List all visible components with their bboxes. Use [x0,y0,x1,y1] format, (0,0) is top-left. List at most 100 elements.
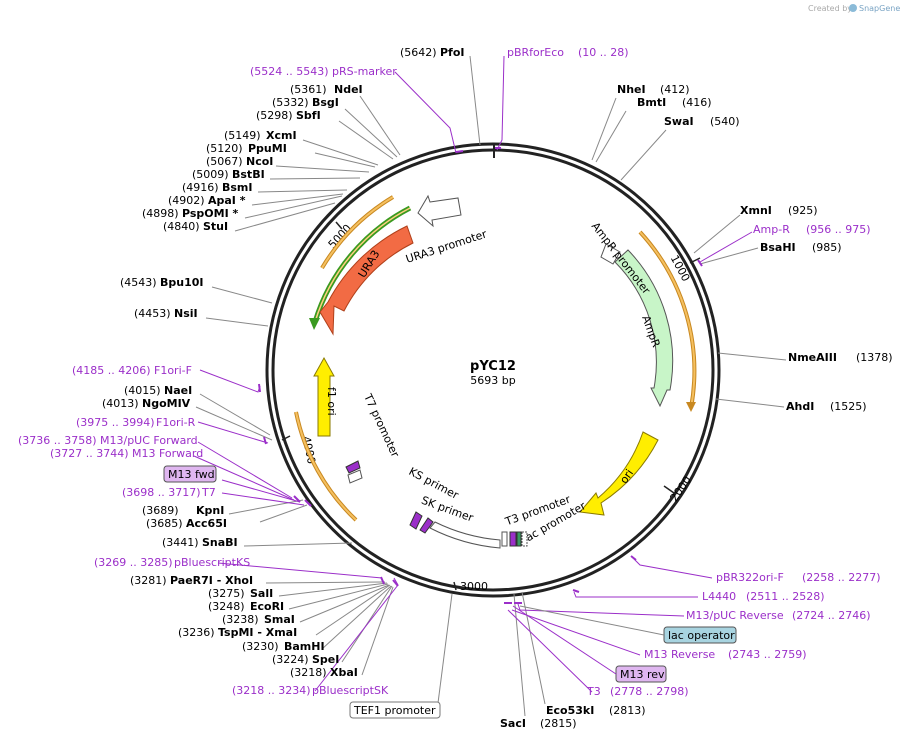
site-name: NmeAIII [788,351,837,364]
primer-range: (10 .. 28) [578,46,629,59]
primer-range: (3736 .. 3758) [18,434,97,447]
lac-operator-label: lac operator [668,629,735,642]
site-name: NgoMIV [142,397,191,410]
t7-marker [345,460,361,474]
ampr-promoter-label: AmpR promoter [589,220,653,297]
primer-range: (3698 .. 3717) [122,486,201,499]
site-pos: (1378) [856,351,893,364]
site-pos: (5332) [272,96,309,109]
site-pos: (412) [660,83,690,96]
tick-label-5000: 5000 [326,222,355,251]
site-name: PaeR7I - XhoI [170,574,253,587]
t3-marker [509,531,517,547]
site-name: BmtI [637,96,666,109]
site-name: TspMI - XmaI [218,626,297,639]
site-pos: (416) [682,96,712,109]
site-name: NsiI [174,307,198,320]
primer-name: T3 [586,685,601,698]
site-pos: (3230) [242,640,279,653]
snapgene-logo-icon [849,4,857,12]
f1-ori-label: f1 ori [325,387,338,416]
site-name: XcmI [266,129,297,142]
m13-fwd-label: M13 fwd [168,468,215,481]
primer-marks [258,147,703,604]
site-pos: (3275) [208,587,245,600]
site-name: BsgI [312,96,339,109]
feature-t7-promoter: T7 promoter [345,391,402,484]
primer-name: pBR322ori-F [716,571,784,584]
primer-labels: pBRforEco (10 .. 28) (5524 .. 5543) pRS-… [18,46,881,698]
site-pos: (4543) [120,276,157,289]
site-name: Bpu10I [160,276,204,289]
site-name: Acc65I [186,517,227,530]
primer-range: (2724 .. 2746) [792,609,871,622]
site-name: SmaI [264,613,295,626]
site-labels-right: NheI (412) BmtI (416) SwaI (540) XmnI (9… [500,83,893,730]
m13-rev-label: M13 rev [620,668,665,681]
primer-name: Amp-R [753,223,790,236]
primer-range: (956 .. 975) [806,223,871,236]
site-name: Eco53kI [546,704,594,717]
ampr-promoter-arrow [600,243,621,265]
site-name: PspOMI * [182,207,239,220]
site-pos: (4840) [163,220,200,233]
plasmid-name: pYC12 [470,359,516,374]
feature-ampr: AmpR promoter AmpR [589,220,674,408]
tick-label-3000: 3000 [460,580,488,593]
feature-f1-ori: f1 ori [313,356,338,437]
feature-ks-sk: KS primer SK primer [407,465,501,549]
primer-name: pBRforEco [507,46,564,59]
site-pos: (5361) [290,83,327,96]
primer-name: T7 [201,486,216,499]
tef1-promoter-label: TEF1 promoter [353,704,436,717]
t7-promoter-arrow [347,469,363,484]
boxed-labels: M13 fwd M13 rev lac operator TEF1 promot… [163,465,737,719]
site-pos: (5298) [256,109,293,122]
site-pos: (5009) [192,168,229,181]
tick-5000 [335,221,343,230]
primer-range: (3975 .. 3994) [76,416,155,429]
site-name: AhdI [786,400,814,413]
primer-name: F1ori-R [156,416,196,429]
site-pos: (5642) [400,46,437,59]
site-pos: (5149) [224,129,261,142]
site-name: SacI [500,717,526,730]
lac-promoter-arrow [521,531,528,547]
site-pos: (3441) [162,536,199,549]
ura3-arrow [319,225,414,336]
plasmid-center: pYC12 5693 bp [470,359,516,387]
leader-lines [195,55,787,717]
ori-arrow [579,431,659,516]
primer-name: pBluescriptSK [312,684,389,697]
primer-range: (3727 .. 3744) [50,447,129,460]
feature-t3-lac: T3 promoter lac promoter [501,493,588,547]
site-name: NcoI [246,155,273,168]
tef1-promoter-box [349,701,441,719]
sk-primer-marker [419,517,434,534]
t3-arrow [501,531,508,547]
m13-fwd-box [163,465,217,483]
site-pos: (985) [812,241,842,254]
site-pos: (3685) [146,517,183,530]
site-name: SpeI [312,653,339,666]
site-pos: (2815) [540,717,577,730]
site-pos: (4902) [168,194,205,207]
site-pos: (3248) [208,600,245,613]
site-pos: (3689) [142,504,179,517]
feature-ori: ori [579,431,659,516]
site-name: BsaHI [760,241,796,254]
primer-leader-lines [193,55,753,693]
ampr-arrow [614,249,674,408]
site-name: PpuMI [248,142,287,155]
site-pos: (1525) [830,400,867,413]
primer-range: (2511 .. 2528) [746,590,825,603]
primer-name: pBluescriptKS [174,556,250,569]
primer-name: pRS-marker [332,65,397,78]
site-name: NdeI [334,83,363,96]
site-name: KpnI [196,504,224,517]
feature-ura3-promoter: URA3 promoter [404,194,489,266]
site-pos: (4898) [142,207,179,220]
primer-name: M13 Forward [132,447,203,460]
f1-ori-arrow [313,356,335,437]
